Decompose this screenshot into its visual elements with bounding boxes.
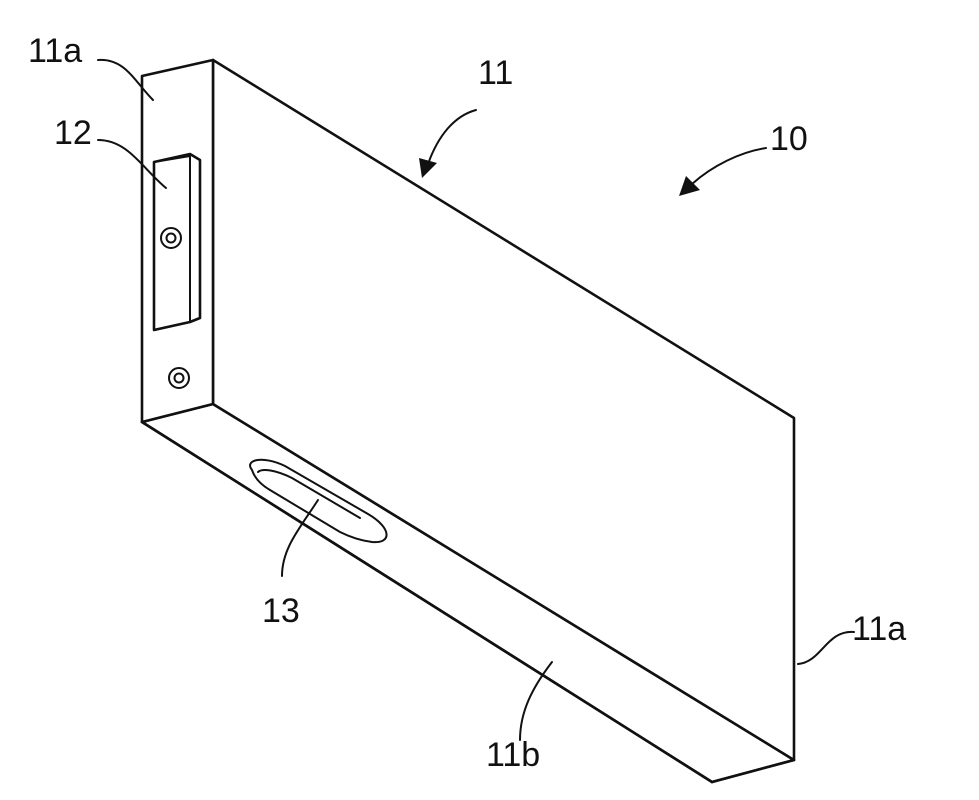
label-11a-top: 11a xyxy=(28,32,82,70)
main-face xyxy=(213,60,794,760)
terminal-12 xyxy=(154,154,200,330)
arrow-10 xyxy=(679,148,766,196)
arrow-11 xyxy=(419,110,476,178)
leader-11a-bottom xyxy=(798,632,854,664)
label-13: 13 xyxy=(262,592,300,630)
label-11a-bottom: 11a xyxy=(852,610,906,648)
label-12: 12 xyxy=(54,114,92,152)
label-10: 10 xyxy=(770,120,808,158)
label-11b: 11b xyxy=(486,736,540,774)
label-11: 11 xyxy=(478,54,513,92)
